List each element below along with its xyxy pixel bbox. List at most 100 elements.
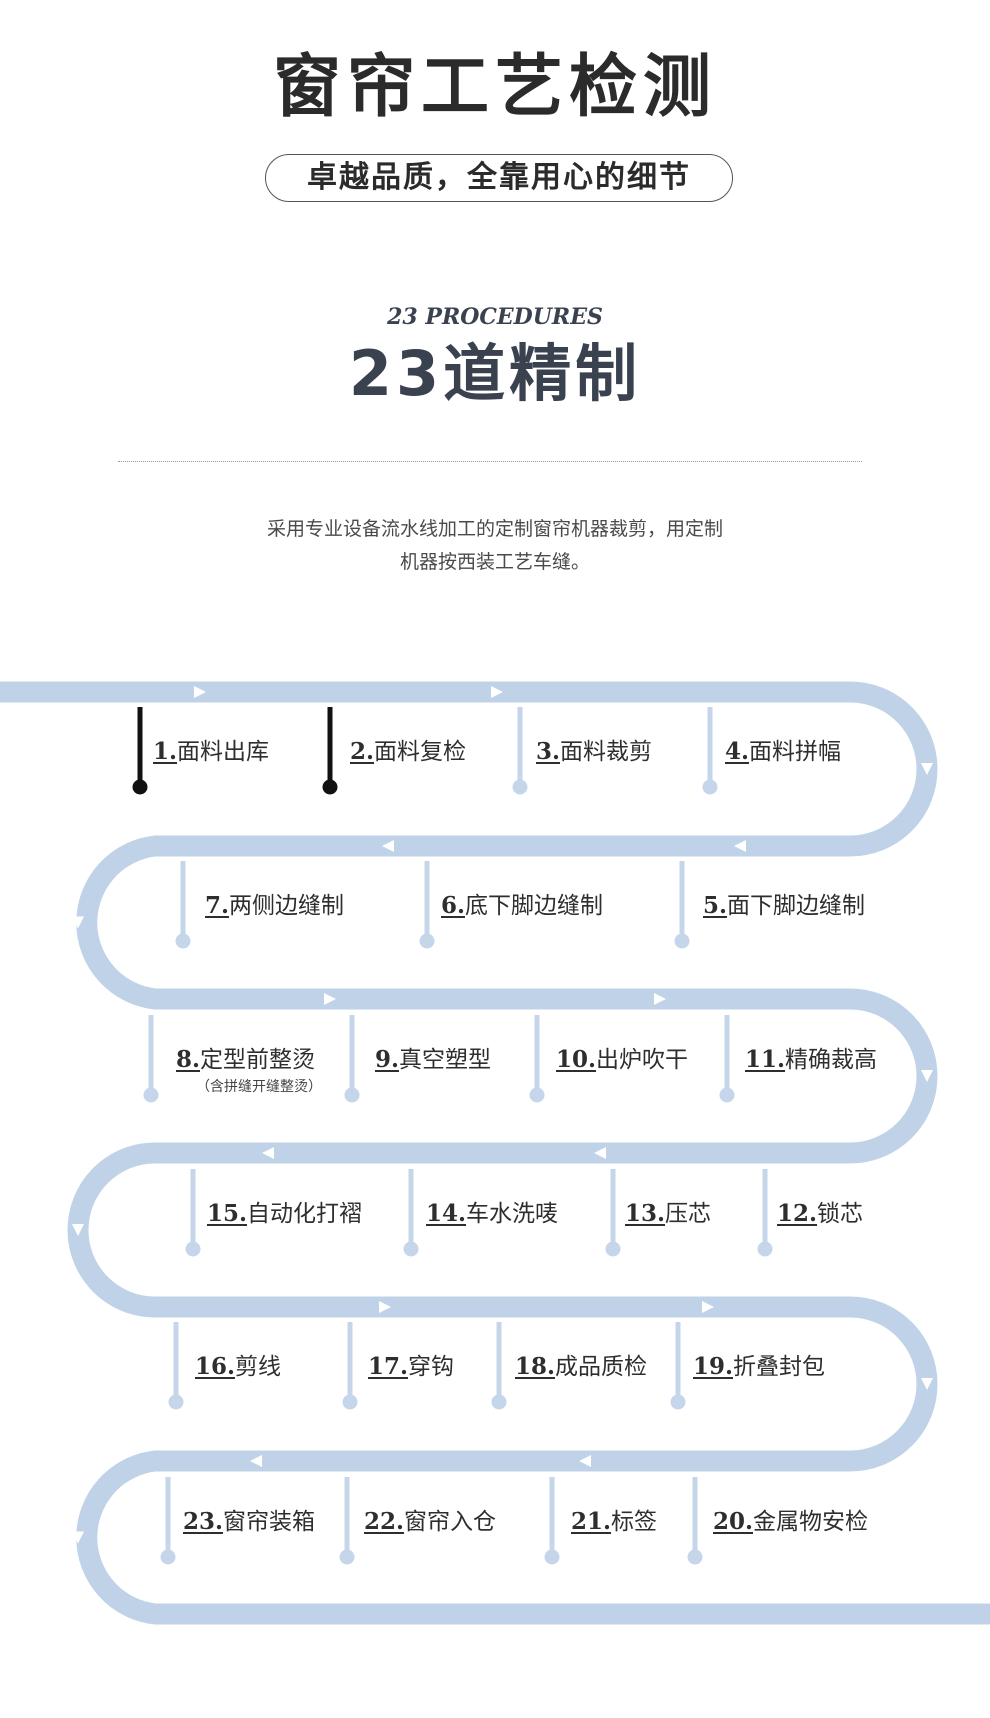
step-marker-dot bbox=[132, 779, 148, 795]
step-text: 折叠封包 bbox=[733, 1354, 826, 1380]
turn-arrow-icon bbox=[72, 1224, 84, 1236]
step-number: 16. bbox=[195, 1353, 236, 1380]
step-marker-dot bbox=[512, 779, 528, 795]
step-marker-dot bbox=[143, 1087, 159, 1103]
step-marker-dot bbox=[322, 779, 338, 795]
step-label: 21.标签 bbox=[571, 1507, 657, 1537]
step-text: 出炉吹干 bbox=[596, 1047, 689, 1073]
step-number: 20. bbox=[713, 1508, 754, 1535]
step-number: 23. bbox=[183, 1508, 224, 1535]
step-marker-dot bbox=[342, 1394, 358, 1410]
step-text: 面下脚边缝制 bbox=[727, 893, 866, 919]
step-label: 11.精确裁高 bbox=[745, 1045, 877, 1075]
divider bbox=[118, 461, 862, 462]
step-label: 2.面料复检 bbox=[350, 737, 466, 767]
step-label: 6.底下脚边缝制 bbox=[441, 891, 603, 921]
step-label: 14.车水洗唛 bbox=[426, 1199, 558, 1229]
step-number: 10. bbox=[556, 1046, 597, 1073]
step-label: 9.真空塑型 bbox=[375, 1045, 491, 1075]
step-marker-dot bbox=[702, 779, 718, 795]
step-text: 标签 bbox=[611, 1509, 658, 1535]
step-marker-dot bbox=[674, 933, 690, 949]
step-label: 20.金属物安检 bbox=[713, 1507, 868, 1537]
step-text: 真空塑型 bbox=[399, 1047, 492, 1073]
step-text: 底下脚边缝制 bbox=[465, 893, 604, 919]
step-text: 两侧边缝制 bbox=[229, 893, 345, 919]
step-marker-dot bbox=[175, 933, 191, 949]
step-number: 15. bbox=[207, 1200, 248, 1227]
direction-arrow-icon bbox=[324, 993, 336, 1005]
step-text: 自动化打褶 bbox=[247, 1201, 363, 1227]
step-marker-dot bbox=[529, 1087, 545, 1103]
step-text: 车水洗唛 bbox=[466, 1201, 559, 1227]
step-label: 5.面下脚边缝制 bbox=[703, 891, 865, 921]
step-number: 8. bbox=[176, 1046, 201, 1073]
step-label: 19.折叠封包 bbox=[693, 1352, 825, 1382]
step-label: 4.面料拼幅 bbox=[725, 737, 841, 767]
step-marker-dot bbox=[670, 1394, 686, 1410]
serpentine-path bbox=[0, 681, 990, 1625]
step-number: 7. bbox=[205, 892, 230, 919]
subtitle-badge: 卓越品质，全靠用心的细节 bbox=[265, 154, 733, 202]
step-label: 7.两侧边缝制 bbox=[205, 891, 344, 921]
step-text: 金属物安检 bbox=[753, 1509, 869, 1535]
step-marker-dot bbox=[605, 1241, 621, 1257]
description-line-1: 采用专业设备流水线加工的定制窗帘机器裁剪，用定制 bbox=[266, 518, 723, 540]
step-number: 3. bbox=[536, 738, 561, 765]
step-marker-dot bbox=[185, 1241, 201, 1257]
step-text: 面料拼幅 bbox=[749, 739, 842, 765]
section-en-title: 23 PROCEDURES bbox=[387, 304, 603, 330]
page-title: 窗帘工艺检测 bbox=[272, 48, 717, 127]
step-number: 19. bbox=[693, 1353, 734, 1380]
step-number: 2. bbox=[350, 738, 375, 765]
step-marker-dot bbox=[491, 1394, 507, 1410]
step-marker-dot bbox=[339, 1549, 355, 1565]
step-label: 10.出炉吹干 bbox=[556, 1045, 688, 1075]
step-number: 18. bbox=[515, 1353, 556, 1380]
step-text: 窗帘入仓 bbox=[404, 1509, 497, 1535]
step-number: 17. bbox=[368, 1353, 409, 1380]
step-marker-dot bbox=[168, 1394, 184, 1410]
step-text: 面料裁剪 bbox=[560, 739, 653, 765]
step-number: 12. bbox=[777, 1200, 818, 1227]
description-line-2: 机器按西装工艺车缝。 bbox=[399, 551, 590, 573]
direction-arrow-icon bbox=[734, 840, 746, 852]
direction-arrow-icon bbox=[379, 1301, 391, 1313]
direction-arrow-icon bbox=[262, 1147, 274, 1159]
step-text: 锁芯 bbox=[817, 1201, 864, 1227]
step-label: 16.剪线 bbox=[195, 1352, 281, 1382]
direction-arrow-icon bbox=[491, 686, 503, 698]
step-number: 13. bbox=[625, 1200, 666, 1227]
step-label: 12.锁芯 bbox=[777, 1199, 863, 1229]
step-text: 窗帘装箱 bbox=[223, 1509, 316, 1535]
step-marker-dot bbox=[544, 1549, 560, 1565]
step-marker-dot bbox=[719, 1087, 735, 1103]
step-marker-dot bbox=[160, 1549, 176, 1565]
section-cn-title: 23道精制 bbox=[348, 337, 642, 410]
direction-arrow-icon bbox=[654, 993, 666, 1005]
step-label: 22.窗帘入仓 bbox=[364, 1507, 496, 1537]
step-label: 15.自动化打褶 bbox=[207, 1199, 362, 1229]
step-text: 面料出库 bbox=[177, 739, 270, 765]
step-marker-dot bbox=[687, 1549, 703, 1565]
step-label: 13.压芯 bbox=[625, 1199, 711, 1229]
step-label: 18.成品质检 bbox=[515, 1352, 647, 1382]
step-label: 8.定型前整烫 bbox=[176, 1045, 315, 1075]
direction-arrow-icon bbox=[250, 1455, 262, 1467]
step-number: 22. bbox=[364, 1508, 405, 1535]
step-number: 21. bbox=[571, 1508, 612, 1535]
step-text: 压芯 bbox=[665, 1201, 712, 1227]
direction-arrow-icon bbox=[579, 1455, 591, 1467]
direction-arrow-icon bbox=[702, 1301, 714, 1313]
step-text: 精确裁高 bbox=[785, 1047, 878, 1073]
turn-arrow-icon bbox=[72, 1531, 84, 1544]
step-marker-dot bbox=[757, 1241, 773, 1257]
step-number: 5. bbox=[703, 892, 728, 919]
direction-arrow-icon bbox=[382, 840, 394, 852]
step-label: 23.窗帘装箱 bbox=[183, 1507, 315, 1537]
step-label: 1.面料出库 bbox=[153, 737, 269, 767]
direction-arrow-icon bbox=[594, 1147, 606, 1159]
turn-arrow-icon bbox=[921, 763, 933, 775]
